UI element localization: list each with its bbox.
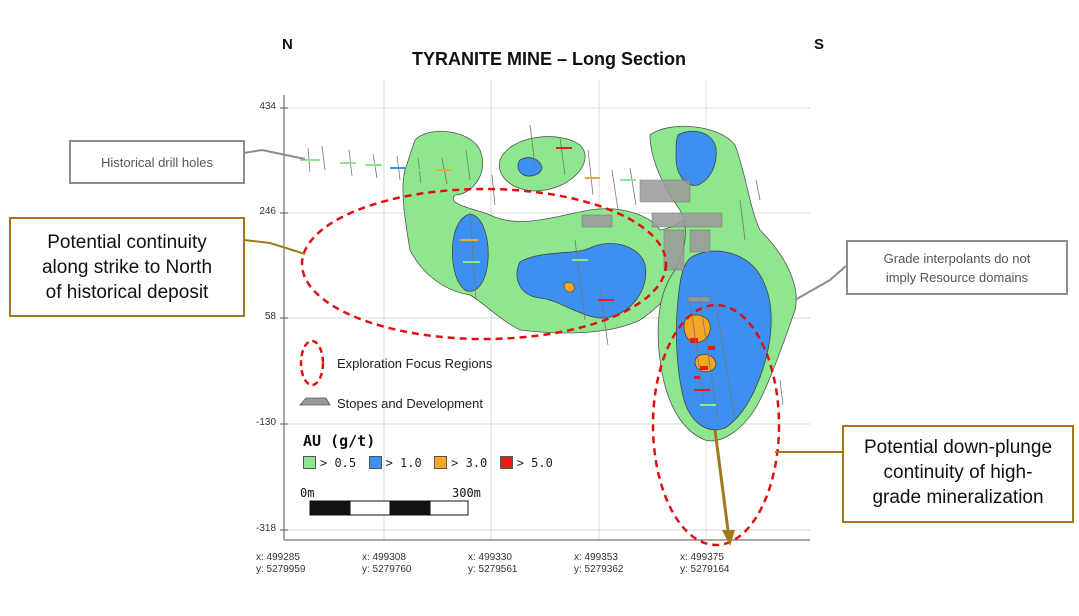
callout-plunge-line-1: Potential down-plunge — [863, 437, 1053, 458]
swatch-low-grade — [303, 456, 316, 470]
callout-plunge-line-3: grade mineralization — [872, 487, 1044, 508]
legend-exploration-label: Exploration Focus Regions — [337, 356, 493, 371]
callout-north-line-1: Potential continuity — [47, 232, 207, 253]
stopes — [581, 179, 723, 303]
y-tick-58: 58 — [264, 311, 276, 322]
north-label: N — [282, 36, 293, 53]
callout-connectors — [243, 148, 847, 453]
legend-au-title: AU (g/t) — [303, 432, 376, 450]
swatch-very-high-label: > 5.0 — [516, 455, 553, 470]
callout-north-line-3: of historical deposit — [45, 282, 209, 303]
south-label: S — [814, 36, 825, 53]
map-title: TYRANITE MINE – Long Section — [412, 49, 687, 69]
x-tick-2: x: 499308 y: 5279760 — [362, 552, 412, 576]
legend-stopes-label: Stopes and Development — [337, 396, 483, 411]
scale-start-label: 0m — [300, 486, 315, 500]
swatch-very-high-grade — [499, 456, 513, 470]
swatch-mid-grade — [368, 456, 382, 470]
callout-down-plunge: Potential down-plunge continuity of high… — [842, 425, 1074, 523]
x-tick-4-y: y: 5279362 — [574, 564, 624, 575]
x-tick-5: x: 499375 y: 5279164 — [680, 552, 730, 576]
x-tick-4-x: x: 499353 — [574, 552, 618, 563]
x-tick-5-y: y: 5279164 — [680, 564, 730, 575]
exploration-focus-regions — [300, 187, 781, 547]
swatch-high-label: > 3.0 — [451, 455, 488, 470]
x-tick-2-y: y: 5279760 — [362, 564, 412, 575]
x-tick-3-y: y: 5279561 — [468, 564, 518, 575]
x-tick-3: x: 499330 y: 5279561 — [468, 552, 518, 576]
legend-ellipse-symbol — [299, 339, 325, 387]
x-tick-1-x: x: 499285 — [256, 552, 300, 563]
callout-historical-drill-holes: Historical drill holes — [69, 140, 245, 184]
x-tick-2-x: x: 499308 — [362, 552, 406, 563]
callout-continuity-north: Potential continuity along strike to Nor… — [9, 217, 245, 317]
x-tick-1-y: y: 5279959 — [256, 564, 306, 575]
callout-grade-line-1: Grade interpolants do not — [883, 251, 1031, 266]
x-tick-4: x: 499353 y: 5279362 — [574, 552, 624, 576]
y-tick-434: 434 — [259, 101, 276, 112]
callout-plunge-line-2: continuity of high- — [883, 462, 1033, 483]
drill-intercepts — [300, 147, 716, 406]
scale-bar — [309, 500, 469, 516]
legend-grade-swatches: > 0.5 > 1.0 > 3.0 > 5.0 — [303, 454, 561, 472]
x-tick-3-x: x: 499330 — [468, 552, 512, 563]
callout-grade-interpolants: Grade interpolants do not imply Resource… — [846, 240, 1068, 295]
scale-end-label: 300m — [452, 486, 481, 500]
y-tick-neg318: -318 — [255, 523, 276, 534]
callout-historical-drill-holes-text: Historical drill holes — [101, 155, 213, 170]
callout-north-line-2: along strike to North — [41, 257, 213, 278]
swatch-mid-label: > 1.0 — [385, 455, 422, 470]
x-tick-1: x: 499285 y: 5279959 — [256, 552, 306, 576]
y-tick-246: 246 — [259, 206, 276, 217]
y-tick-neg130: -130 — [255, 417, 276, 428]
x-tick-5-x: x: 499375 — [680, 552, 724, 563]
swatch-low-label: > 0.5 — [320, 455, 357, 470]
swatch-high-grade — [434, 456, 448, 470]
callout-grade-line-2: imply Resource domains — [885, 270, 1029, 285]
legend-stope-symbol — [299, 397, 331, 406]
down-plunge-arrow — [713, 429, 735, 546]
